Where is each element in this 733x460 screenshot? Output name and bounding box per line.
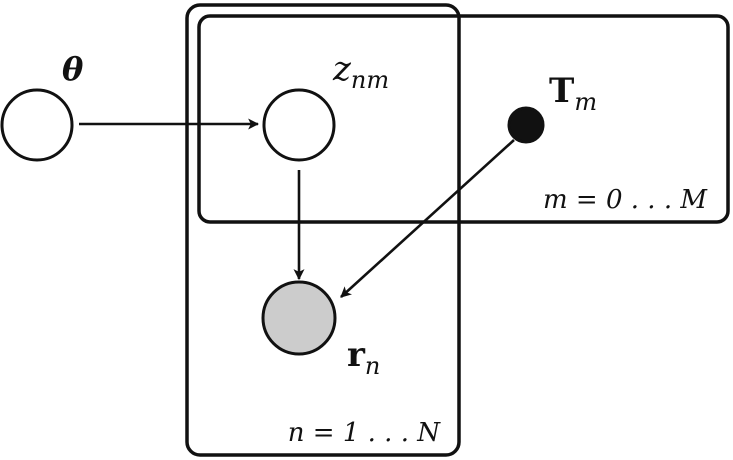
label-r-subscript: n: [365, 352, 380, 380]
label-t-subscript: m: [574, 88, 597, 116]
label-theta: θ: [62, 50, 84, 88]
edge-t-to-r: [340, 139, 515, 298]
label-z-symbol: z: [332, 49, 352, 89]
node-z: [262, 88, 336, 162]
label-t-symbol: T: [549, 71, 574, 111]
label-z-subscript: nm: [351, 66, 389, 94]
node-theta: [0, 88, 74, 162]
label-z: znm: [332, 49, 389, 94]
plate-n: [185, 3, 461, 457]
label-r: rn: [347, 335, 380, 380]
label-t: Tm: [549, 71, 597, 116]
plate-m: [197, 14, 730, 224]
node-t: [507, 106, 545, 144]
label-r-symbol: r: [347, 335, 366, 375]
plate-m-label: m = 0 . . . M: [543, 185, 708, 215]
node-r: [261, 280, 337, 356]
plate-n-label: n = 1 . . . N: [288, 418, 441, 448]
